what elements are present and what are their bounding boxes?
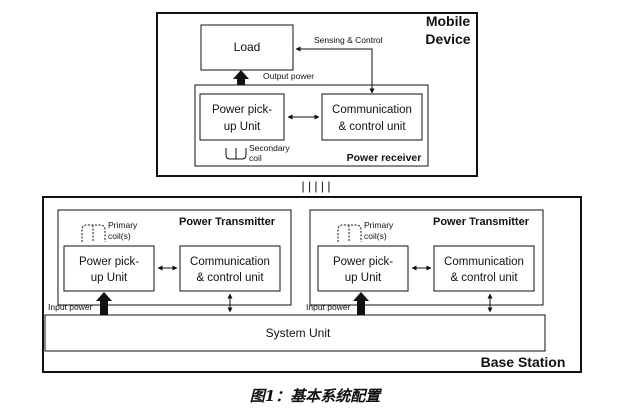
- transmitter-comm-line2: & control unit: [450, 272, 518, 284]
- receiver-pickup-line2: up Unit: [224, 121, 261, 133]
- primary-coil-icon: [81, 224, 106, 242]
- transmitter-comm-line2: & control unit: [196, 272, 264, 284]
- transmitter-box: [309, 209, 544, 306]
- load-box: [200, 24, 294, 71]
- power-transmitter-2: Power Transmitter Primary coil(s) Power …: [306, 209, 544, 315]
- transmitter-pickup-box: [317, 245, 409, 292]
- sensing-control-label: Sensing & Control: [314, 35, 383, 45]
- power-transmitter-1: Power Transmitter Primary coil(s) Power …: [48, 209, 292, 315]
- transmitter-pickup-box: [63, 245, 155, 292]
- primary-coil-line1: Primary: [108, 220, 138, 230]
- input-power-label: Input power: [48, 302, 93, 312]
- transmitter-comm-line1: Communication: [444, 256, 524, 268]
- system-unit-label: System Unit: [266, 326, 331, 340]
- transmitter-pickup-line1: Power pick-: [333, 256, 393, 268]
- transmitter-pickup-line1: Power pick-: [79, 256, 139, 268]
- output-power-label: Output power: [263, 71, 314, 81]
- power-receiver-box: [194, 84, 429, 167]
- transmitter-box: [57, 209, 292, 306]
- receiver-comm-box: [321, 93, 423, 141]
- receiver-pickup-line1: Power pick-: [212, 104, 272, 116]
- input-power-arrow: [353, 292, 369, 315]
- transmitter-comm-line1: Communication: [190, 256, 270, 268]
- base-station-title: Base Station: [481, 354, 566, 370]
- transmitter-pickup-line2: up Unit: [345, 272, 382, 284]
- receiver-comm-line1: Communication: [332, 104, 412, 116]
- system-unit-box: [44, 314, 546, 352]
- sensing-control-arrow: [295, 46, 375, 94]
- figure-caption: 图1：基本系统配置: [250, 387, 382, 405]
- primary-coil-line2: coil(s): [108, 231, 131, 241]
- mobile-device-box: [156, 12, 478, 177]
- transmitter-comm-box: [179, 245, 281, 292]
- base-station-box: [42, 196, 582, 373]
- transmitter-title: Power Transmitter: [433, 216, 530, 228]
- secondary-coil-icon: [225, 148, 247, 160]
- transmitter-pickup-line2: up Unit: [91, 272, 128, 284]
- transmitter-comm-box: [433, 245, 535, 292]
- primary-coil-icon: [337, 224, 362, 242]
- power-receiver-title: Power receiver: [347, 152, 422, 164]
- receiver-pickup-box: [199, 93, 285, 141]
- mobile-device-title-1: Mobile: [426, 13, 471, 29]
- primary-coil-line1: Primary: [364, 220, 394, 230]
- output-power-arrow: [233, 70, 249, 85]
- input-power-label: Input power: [306, 302, 351, 312]
- input-power-arrow: [96, 292, 112, 315]
- mobile-device-title-2: Device: [425, 31, 470, 47]
- receiver-comm-line2: & control unit: [338, 121, 406, 133]
- secondary-coil-line1: Secondary: [249, 143, 290, 153]
- secondary-coil-line2: coil: [249, 153, 262, 163]
- load-label: Load: [234, 40, 261, 54]
- transmitter-title: Power Transmitter: [179, 216, 276, 228]
- primary-coil-line2: coil(s): [364, 231, 387, 241]
- coupling-marks: | | | | |: [302, 179, 331, 193]
